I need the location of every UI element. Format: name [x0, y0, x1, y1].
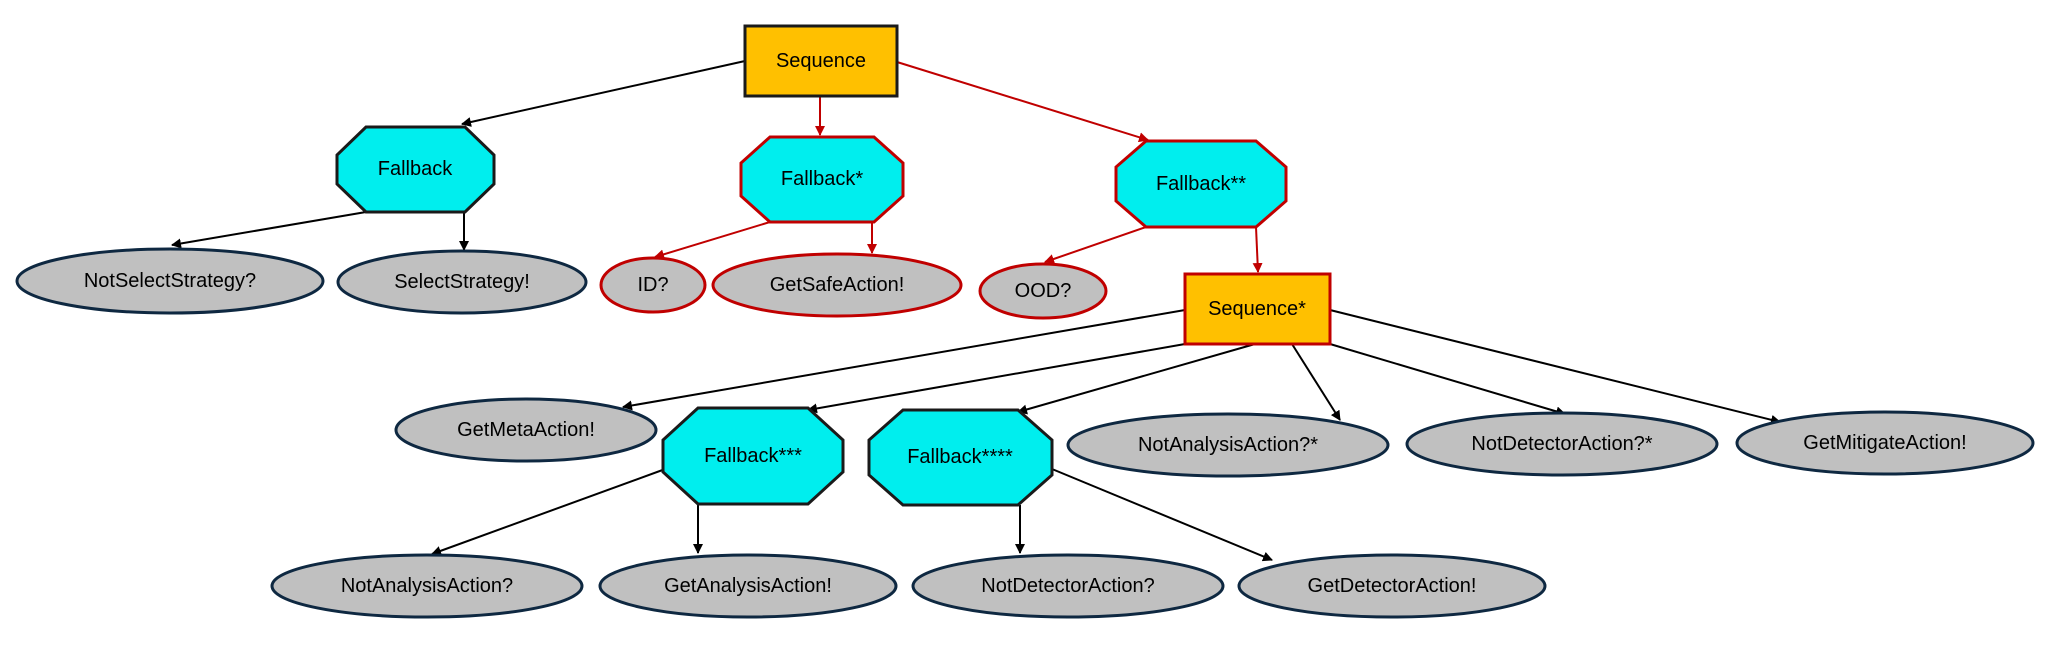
leaf-get-detector-action: GetDetectorAction!	[1237, 553, 1547, 619]
edge-fallback-3star-to-not-analysis-action	[431, 467, 669, 556]
get-mitigate-action-label: GetMitigateAction!	[1803, 432, 1966, 454]
not-analysis-action-star-label: NotAnalysisAction?*	[1138, 434, 1318, 456]
sequence-root-label: Sequence	[776, 50, 866, 72]
leaf-get-analysis-action: GetAnalysisAction!	[598, 553, 898, 619]
not-analysis-action-label: NotAnalysisAction?	[341, 575, 513, 597]
leaf-get-safe-action: GetSafeAction!	[711, 252, 963, 318]
sequence-node-root: Sequence	[743, 24, 899, 98]
fallback-node-3: Fallback**	[1114, 139, 1288, 229]
sequence-2-label: Sequence*	[1208, 298, 1306, 320]
not-detector-action-star-label: NotDetectorAction?*	[1471, 433, 1652, 455]
edge-fallback-star-to-id	[654, 221, 771, 260]
edge-sequence-star-to-not-detector-action-star	[1329, 343, 1566, 417]
edge-sequence-to-fallback	[461, 60, 746, 127]
fallback-node-2: Fallback*	[739, 135, 905, 224]
get-analysis-action-label: GetAnalysisAction!	[664, 575, 832, 597]
not-select-strategy-label: NotSelectStrategy?	[84, 270, 256, 292]
edge-fallback-4star-to-get-detector-action	[1051, 468, 1273, 562]
id-check-label: ID?	[637, 274, 668, 296]
fallback-2-label: Fallback*	[781, 168, 863, 190]
fallback-node-1: Fallback	[335, 125, 496, 214]
fallback-node-5: Fallback****	[867, 408, 1054, 507]
fallback-node-4: Fallback***	[661, 406, 845, 506]
edge-sequence-star-to-not-analysis-action-star	[1291, 343, 1341, 421]
edge-sequence-star-to-fallback-4star	[1017, 343, 1256, 415]
not-detector-action-label: NotDetectorAction?	[981, 575, 1154, 597]
leaf-not-detector-action-star: NotDetectorAction?*	[1405, 411, 1719, 477]
edge-sequence-star-to-get-meta-action	[622, 309, 1186, 411]
get-safe-action-label: GetSafeAction!	[770, 274, 905, 296]
leaf-get-mitigate-action: GetMitigateAction!	[1735, 410, 2035, 476]
fallback-3-label: Fallback**	[1156, 173, 1246, 195]
ood-check-label: OOD?	[1015, 280, 1072, 302]
edge-fallback-2star-to-sequence-star	[1252, 226, 1263, 273]
edge-sequence-star-to-get-mitigate-action	[1329, 309, 1781, 425]
edge-fallback-to-not-select-strategy	[171, 211, 367, 249]
edges	[171, 60, 1781, 562]
leaf-not-select-strategy: NotSelectStrategy?	[15, 247, 325, 315]
fallback-4-label: Fallback***	[704, 445, 802, 467]
leaf-not-analysis-action: NotAnalysisAction?	[270, 553, 584, 619]
leaf-not-analysis-action-star: NotAnalysisAction?*	[1066, 412, 1390, 478]
edge-sequence-to-fallback-2star	[896, 61, 1149, 143]
leaf-get-meta-action: GetMetaAction!	[394, 397, 658, 463]
get-detector-action-label: GetDetectorAction!	[1308, 575, 1477, 597]
get-meta-action-label: GetMetaAction!	[457, 419, 595, 441]
edge-fallback-2star-to-ood	[1044, 226, 1147, 264]
leaf-select-strategy: SelectStrategy!	[336, 249, 588, 315]
fallback-1-label: Fallback	[378, 158, 453, 180]
edge-sequence-star-to-fallback-3star	[807, 343, 1186, 414]
leaf-not-detector-action: NotDetectorAction?	[911, 553, 1225, 619]
leaf-id-check: ID?	[599, 256, 707, 314]
fallback-5-label: Fallback****	[907, 446, 1013, 468]
sequence-node-2: Sequence*	[1183, 272, 1332, 346]
leaf-ood-check: OOD?	[978, 262, 1108, 320]
select-strategy-label: SelectStrategy!	[394, 271, 530, 293]
